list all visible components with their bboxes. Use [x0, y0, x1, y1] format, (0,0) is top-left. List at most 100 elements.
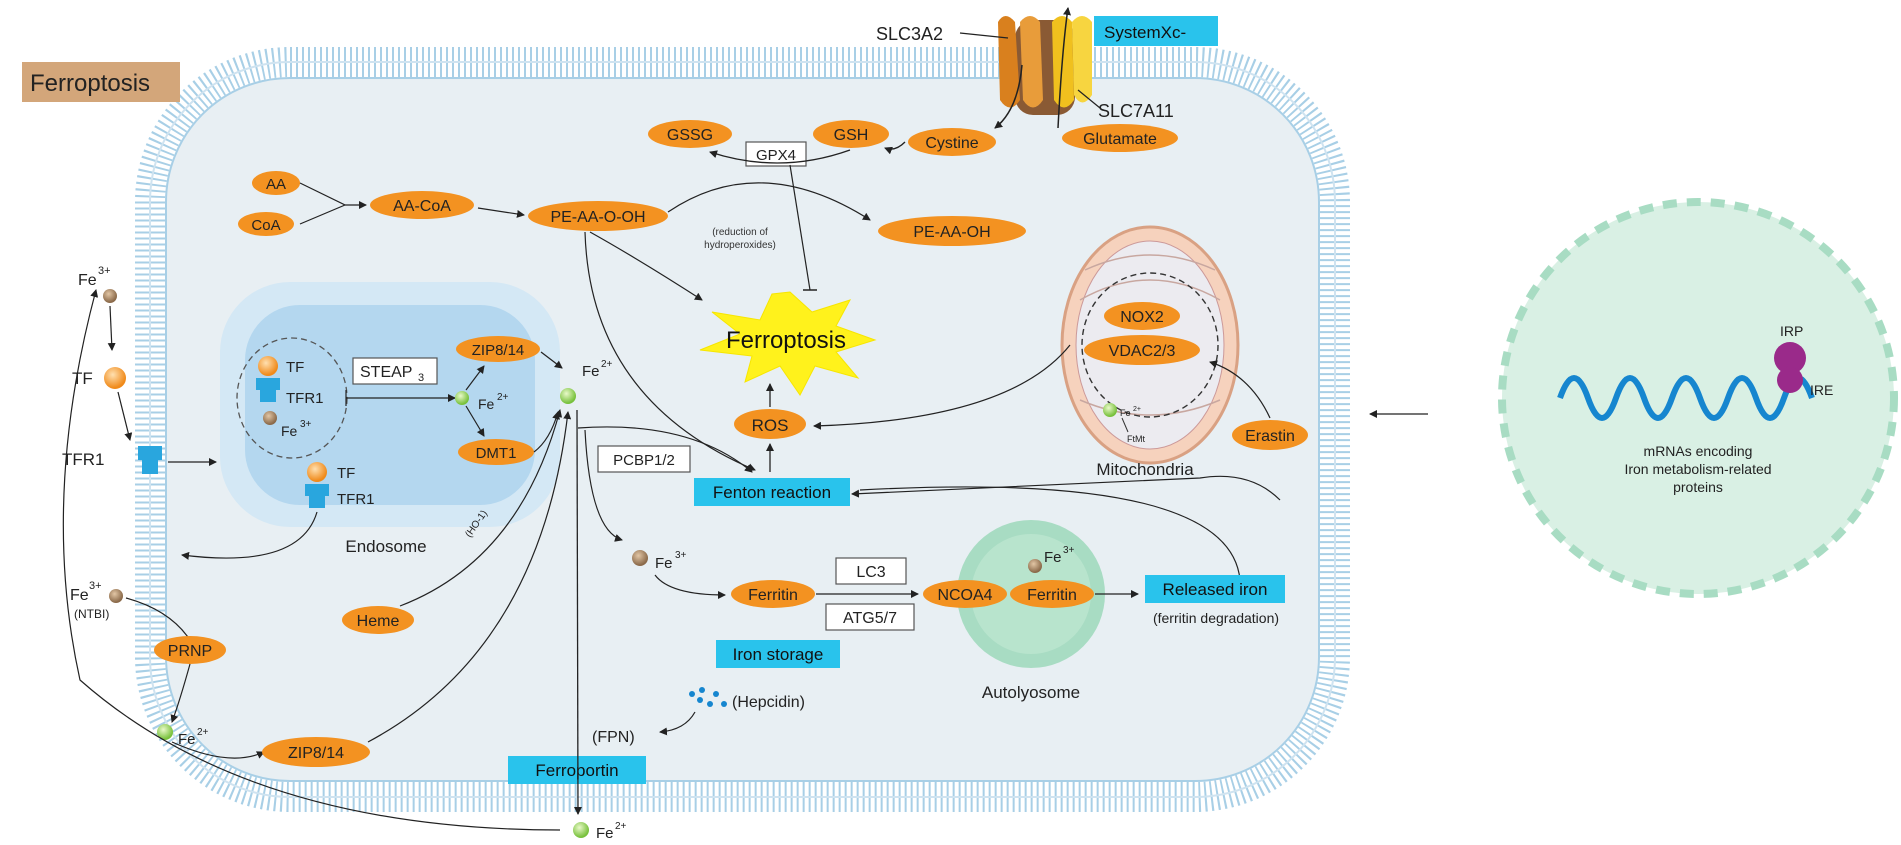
aa-coa-node: [370, 191, 474, 219]
heme-node: [342, 606, 414, 634]
pe-aa-oh-node: [878, 216, 1026, 246]
endo-fe2-plus: 2+: [497, 392, 509, 403]
gsh-to-gssg-arrow: [709, 149, 851, 164]
systemxc-box: [1094, 16, 1218, 46]
endo-tf-label: TF: [286, 359, 304, 376]
glutamate-node: [1062, 124, 1178, 152]
steap-label: STEAP: [360, 364, 412, 381]
gssg-label: GSSG: [667, 127, 713, 144]
ferroportin-box: [508, 756, 646, 784]
endo-tfr1-label: TFR1: [286, 390, 324, 407]
heme-label: Heme: [357, 613, 400, 630]
pcbp-label: PCBP1/2: [613, 452, 675, 469]
glutamate-label: Glutamate: [1083, 131, 1157, 148]
export-fe-label: Fe: [596, 825, 614, 842]
irp-icon: [1774, 342, 1806, 374]
vdac-label: VDAC2/3: [1109, 343, 1176, 360]
ntbi-fe-label: Fe: [70, 587, 89, 604]
prnp-fe-plus: 2+: [197, 727, 209, 738]
gpx4-label: GPX4: [756, 147, 796, 164]
endo-fe3-label: Fe: [281, 423, 298, 439]
reduction-line1: (reduction of: [712, 227, 768, 238]
export-fe2-icon: [573, 822, 589, 838]
systemxc-transporter: [998, 16, 1092, 115]
endo-tf2-label: TF: [337, 465, 355, 482]
ferritin-label: Ferritin: [748, 587, 798, 604]
endo-zip-label: ZIP8/14: [472, 342, 525, 359]
ferroptosis-center-label: Ferroptosis: [726, 327, 846, 354]
hepcidin-dots: [689, 687, 727, 707]
zip-outer-node: [262, 737, 370, 767]
aa-coa-label: AA-CoA: [393, 198, 451, 215]
pcbp-box: [597, 445, 691, 473]
fpn-label: (FPN): [592, 729, 635, 746]
mitochondria-label: Mitochondria: [1096, 460, 1194, 479]
pe-aa-o-oh-label: PE-AA-O-OH: [550, 209, 645, 226]
ferritin2-node: [1010, 580, 1094, 608]
atg-box: [825, 603, 915, 631]
endosome-label: Endosome: [345, 537, 426, 556]
mito-fe-plus: 2+: [1133, 406, 1141, 413]
gsh-label: GSH: [834, 127, 869, 144]
released-iron-box: [1145, 575, 1285, 603]
ntbi-fe-plus: 3+: [89, 580, 102, 592]
ferritin-degradation-label: (ferritin degradation): [1153, 610, 1279, 626]
ros-label: ROS: [752, 416, 789, 435]
endo-fe3-plus: 3+: [300, 419, 312, 430]
cell-membrane-outline-outer: [149, 61, 1336, 798]
coa-node: [238, 212, 294, 236]
recycling-arrow: [62, 289, 561, 831]
fenton-box: [694, 478, 850, 506]
slc7a11-label: SLC7A11: [1098, 101, 1174, 121]
reduction-line2: hydroperoxides): [704, 240, 776, 251]
prnp-fe-label: Fe: [178, 731, 196, 748]
ferroportin-label: Ferroportin: [535, 761, 618, 780]
gsh-node: [813, 120, 889, 148]
ncoa4-node: [923, 580, 1007, 608]
cytosol-fe-label: Fe: [582, 363, 600, 380]
lc3-box: [835, 557, 907, 585]
atg-label: ATG5/7: [843, 610, 897, 627]
mito-iron-icon: [1103, 403, 1117, 417]
ntbi-label: (NTBI): [74, 607, 109, 621]
auto-fe-label: Fe: [1044, 549, 1062, 566]
nox2-node: [1104, 302, 1180, 330]
cystine-import-arrow: [994, 64, 1023, 129]
ros-node: [734, 409, 806, 439]
outer-fe3-label: Fe: [78, 272, 97, 289]
dmt1-node: [458, 439, 534, 465]
glutamate-export-arrow: [1057, 7, 1071, 129]
mrna-line3: proteins: [1673, 479, 1723, 495]
outer-tf-icon: [104, 367, 126, 389]
endo-zip-node: [456, 336, 540, 362]
zip-outer-label: ZIP8/14: [288, 745, 344, 762]
fenton-label: Fenton reaction: [713, 483, 831, 502]
ire-label: IRE: [1810, 382, 1833, 398]
released-iron-label: Released iron: [1163, 580, 1268, 599]
vdac-node: [1084, 335, 1200, 365]
lc3-label: LC3: [856, 564, 885, 581]
fe3-cytosol-label: Fe: [655, 555, 673, 572]
cytosol-fe2-icon: [560, 388, 576, 404]
iron-storage-label: Iron storage: [733, 645, 824, 664]
ire-icon: [1777, 367, 1803, 393]
ferroptosis-title: Ferroptosis: [30, 70, 150, 97]
gpx4-inhibition-line: [789, 164, 811, 291]
mito-fe-label: Fe: [1120, 408, 1131, 418]
endo-fe2-label: Fe: [478, 396, 495, 412]
cystine-label: Cystine: [925, 135, 978, 152]
outer-tfr1-label: TFR1: [62, 450, 105, 469]
ftmt-label: FtMt: [1127, 434, 1145, 444]
pe-aa-o-oh-node: [528, 201, 668, 231]
pe-aa-oh-label: PE-AA-OH: [913, 224, 990, 241]
ncoa4-label: NCOA4: [937, 587, 992, 604]
steap-sub: 3: [418, 372, 424, 384]
aa-node: [252, 171, 300, 195]
cystine-node: [908, 128, 996, 156]
outer-tfr1-icon: [138, 446, 162, 474]
gssg-node: [648, 120, 732, 148]
endo-tfr1-2-label: TFR1: [337, 491, 375, 508]
fe3-cytosol-icon: [632, 550, 648, 566]
cytosol-fe-plus: 2+: [601, 359, 613, 370]
